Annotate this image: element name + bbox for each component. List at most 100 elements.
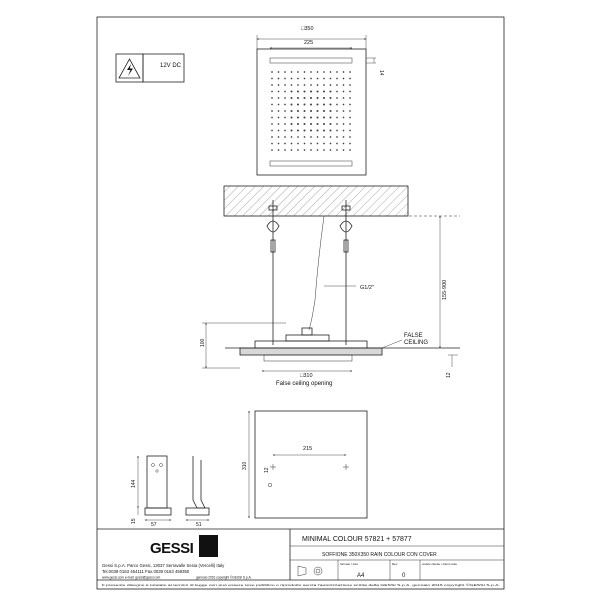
nozzle-dot: [316, 136, 319, 138]
nozzle-dot: [329, 103, 332, 106]
side-view: 144 15 57 51: [131, 455, 210, 528]
nozzle-dot: [296, 103, 300, 106]
nozzle-dot: [303, 71, 306, 73]
nozzle-dot: [316, 84, 319, 86]
nozzle-dot: [284, 129, 286, 132]
nozzle-dot: [284, 90, 286, 93]
top-strip-dim: 14: [378, 70, 384, 76]
nozzle-dot: [329, 116, 332, 119]
nozzle-dot: [297, 77, 299, 80]
nozzle-dot: [284, 149, 286, 151]
nozzle-dot: [296, 129, 300, 132]
nozzle-dot: [336, 77, 338, 80]
right-cable-anchor: [339, 200, 353, 345]
nozzle-dot: [336, 97, 338, 99]
nozzle-dot: [271, 84, 273, 86]
nozzle-dot: [342, 142, 345, 145]
nozzle-dot: [303, 109, 306, 113]
nozzle-dot: [322, 129, 326, 132]
nozzle-dot: [290, 142, 293, 145]
nozzle-dot: [342, 110, 345, 112]
nozzle-dot: [329, 71, 332, 73]
height-range-dim: 155-900: [442, 280, 448, 300]
nozzle-dot: [277, 110, 280, 112]
top-view: □350 225 14: [256, 26, 384, 176]
nozzle-dot: [323, 136, 325, 138]
nozzle-dot: [336, 123, 338, 125]
nozzle-dot: [297, 142, 299, 145]
nozzle-dot: [322, 116, 326, 119]
nozzle-dot: [310, 142, 312, 145]
nozzle-dot: [290, 116, 293, 119]
nozzle-dot: [290, 90, 293, 93]
nozzle-dot: [277, 71, 280, 73]
nozzle-dot: [297, 71, 299, 73]
nozzle-dot: [271, 97, 273, 99]
nozzle-dot: [336, 116, 338, 119]
nozzle-dot: [271, 103, 273, 106]
nozzle-dot: [303, 84, 306, 86]
nozzle-dot: [284, 71, 286, 73]
nozzle-dot: [349, 142, 351, 145]
nozzle-dot: [277, 84, 280, 86]
nozzle-dot: [329, 142, 332, 145]
nozzle-dot: [277, 136, 280, 138]
nozzle-dot: [271, 123, 273, 125]
section-view: G1/2" 155-900 12 100 FALSE CEILING □310 …: [200, 185, 460, 387]
nozzle-dot: [322, 96, 326, 100]
company-address: Gessi S.p.A. Parco Gessi, 13037 Serraval…: [102, 563, 225, 568]
nozzle-dot: [342, 77, 345, 80]
title-block: MINIMAL COLOUR 57821 + 57877 SOFFIONE 35…: [97, 528, 504, 587]
nozzle-dot: [303, 149, 306, 151]
rev-value: 0: [402, 573, 406, 579]
mount-view: 310 215 12: [242, 410, 368, 519]
nozzle-dot: [290, 71, 293, 73]
nozzle-dot: [349, 110, 351, 112]
nozzle-dot: [316, 90, 319, 93]
nozzle-dot: [349, 71, 351, 73]
mount-height-dim: 310: [242, 461, 248, 470]
nozzle-dot: [303, 90, 306, 93]
nozzle-dot: [329, 122, 332, 126]
nozzle-dot: [277, 142, 280, 145]
nozzle-dot: [303, 116, 306, 119]
nozzle-dot: [316, 122, 319, 126]
nozzle-dot: [309, 109, 313, 113]
svg-text:GESSI: GESSI: [150, 540, 194, 557]
company-phone: Tel.0039 0163 454111 Fax.0039 0163 45935…: [102, 569, 190, 574]
mount-hole-dim: 12: [264, 467, 270, 473]
opening-label: False ceiling opening: [276, 381, 332, 387]
nozzle-dot: [284, 136, 286, 138]
nozzle-dot: [284, 123, 286, 125]
nozzle-dot: [296, 122, 300, 126]
nozzle-dot: [329, 129, 332, 132]
nozzle-dot: [342, 71, 345, 73]
nozzle-dot: [349, 123, 351, 125]
nozzle-dot: [316, 116, 319, 119]
nozzle-dot: [349, 129, 351, 132]
nozzle-dot: [349, 84, 351, 86]
nozzle-dot: [277, 123, 280, 125]
nozzle-dot: [329, 90, 332, 93]
nozzle-dot: [284, 116, 286, 119]
nozzle-dot: [316, 149, 319, 151]
left-cable-anchor: [266, 200, 280, 345]
nozzle-dot: [290, 122, 293, 126]
nozzle-dot: [277, 97, 280, 99]
nozzle-dot: [271, 110, 273, 112]
nozzle-dot: [316, 71, 319, 73]
nozzle-dot: [290, 149, 293, 151]
drawing-frame: [96, 16, 505, 590]
side-width-a-dim: 57: [151, 522, 157, 528]
nozzle-dot: [271, 136, 273, 138]
nozzle-dot: [349, 136, 351, 138]
thread-label: G1/2": [360, 285, 374, 291]
nozzle-dot: [316, 77, 319, 80]
nozzle-dot: [284, 97, 286, 99]
nozzle-dot: [271, 149, 273, 151]
nozzle-dot: [290, 84, 293, 86]
format-value: A4: [357, 573, 365, 579]
nozzle-dot: [310, 71, 312, 73]
nozzle-dot: [329, 84, 332, 86]
nozzle-dot: [336, 110, 338, 112]
